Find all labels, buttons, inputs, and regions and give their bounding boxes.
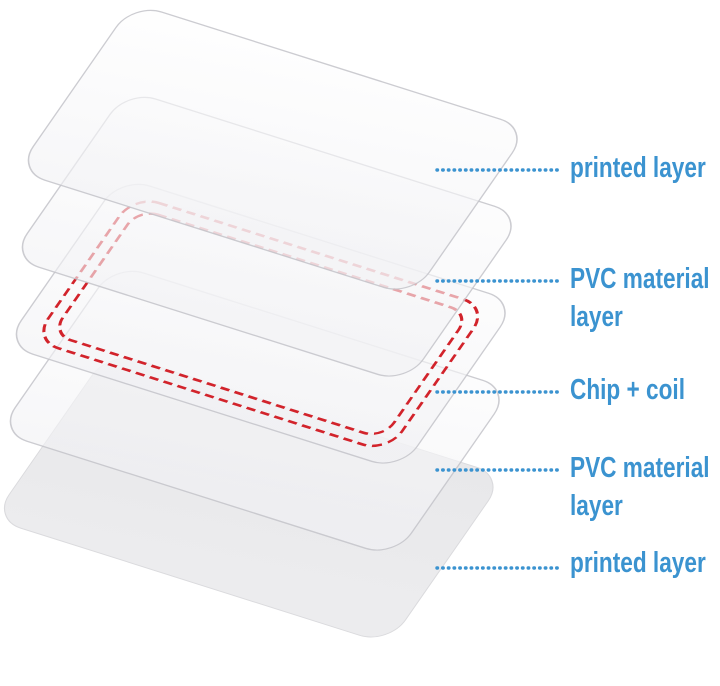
label-line: layer <box>570 490 623 522</box>
label-line: printed layer <box>570 547 706 579</box>
label-chip-coil: Chip + coil <box>570 371 685 409</box>
label-pvc-material-layer-top: PVC material layer <box>570 260 710 336</box>
sheet-printed-top-face <box>27 9 518 290</box>
label-line: Chip + coil <box>570 374 686 406</box>
label-line: PVC material <box>570 263 710 295</box>
label-printed-layer-top: printed layer <box>570 149 706 187</box>
sheet-printed-top <box>27 9 518 290</box>
label-line: printed layer <box>570 152 706 184</box>
label-line: layer <box>570 301 623 333</box>
label-line: PVC material <box>570 452 710 484</box>
label-pvc-material-layer-bottom: PVC material layer <box>570 449 710 525</box>
label-printed-layer-bottom: printed layer <box>570 544 706 582</box>
